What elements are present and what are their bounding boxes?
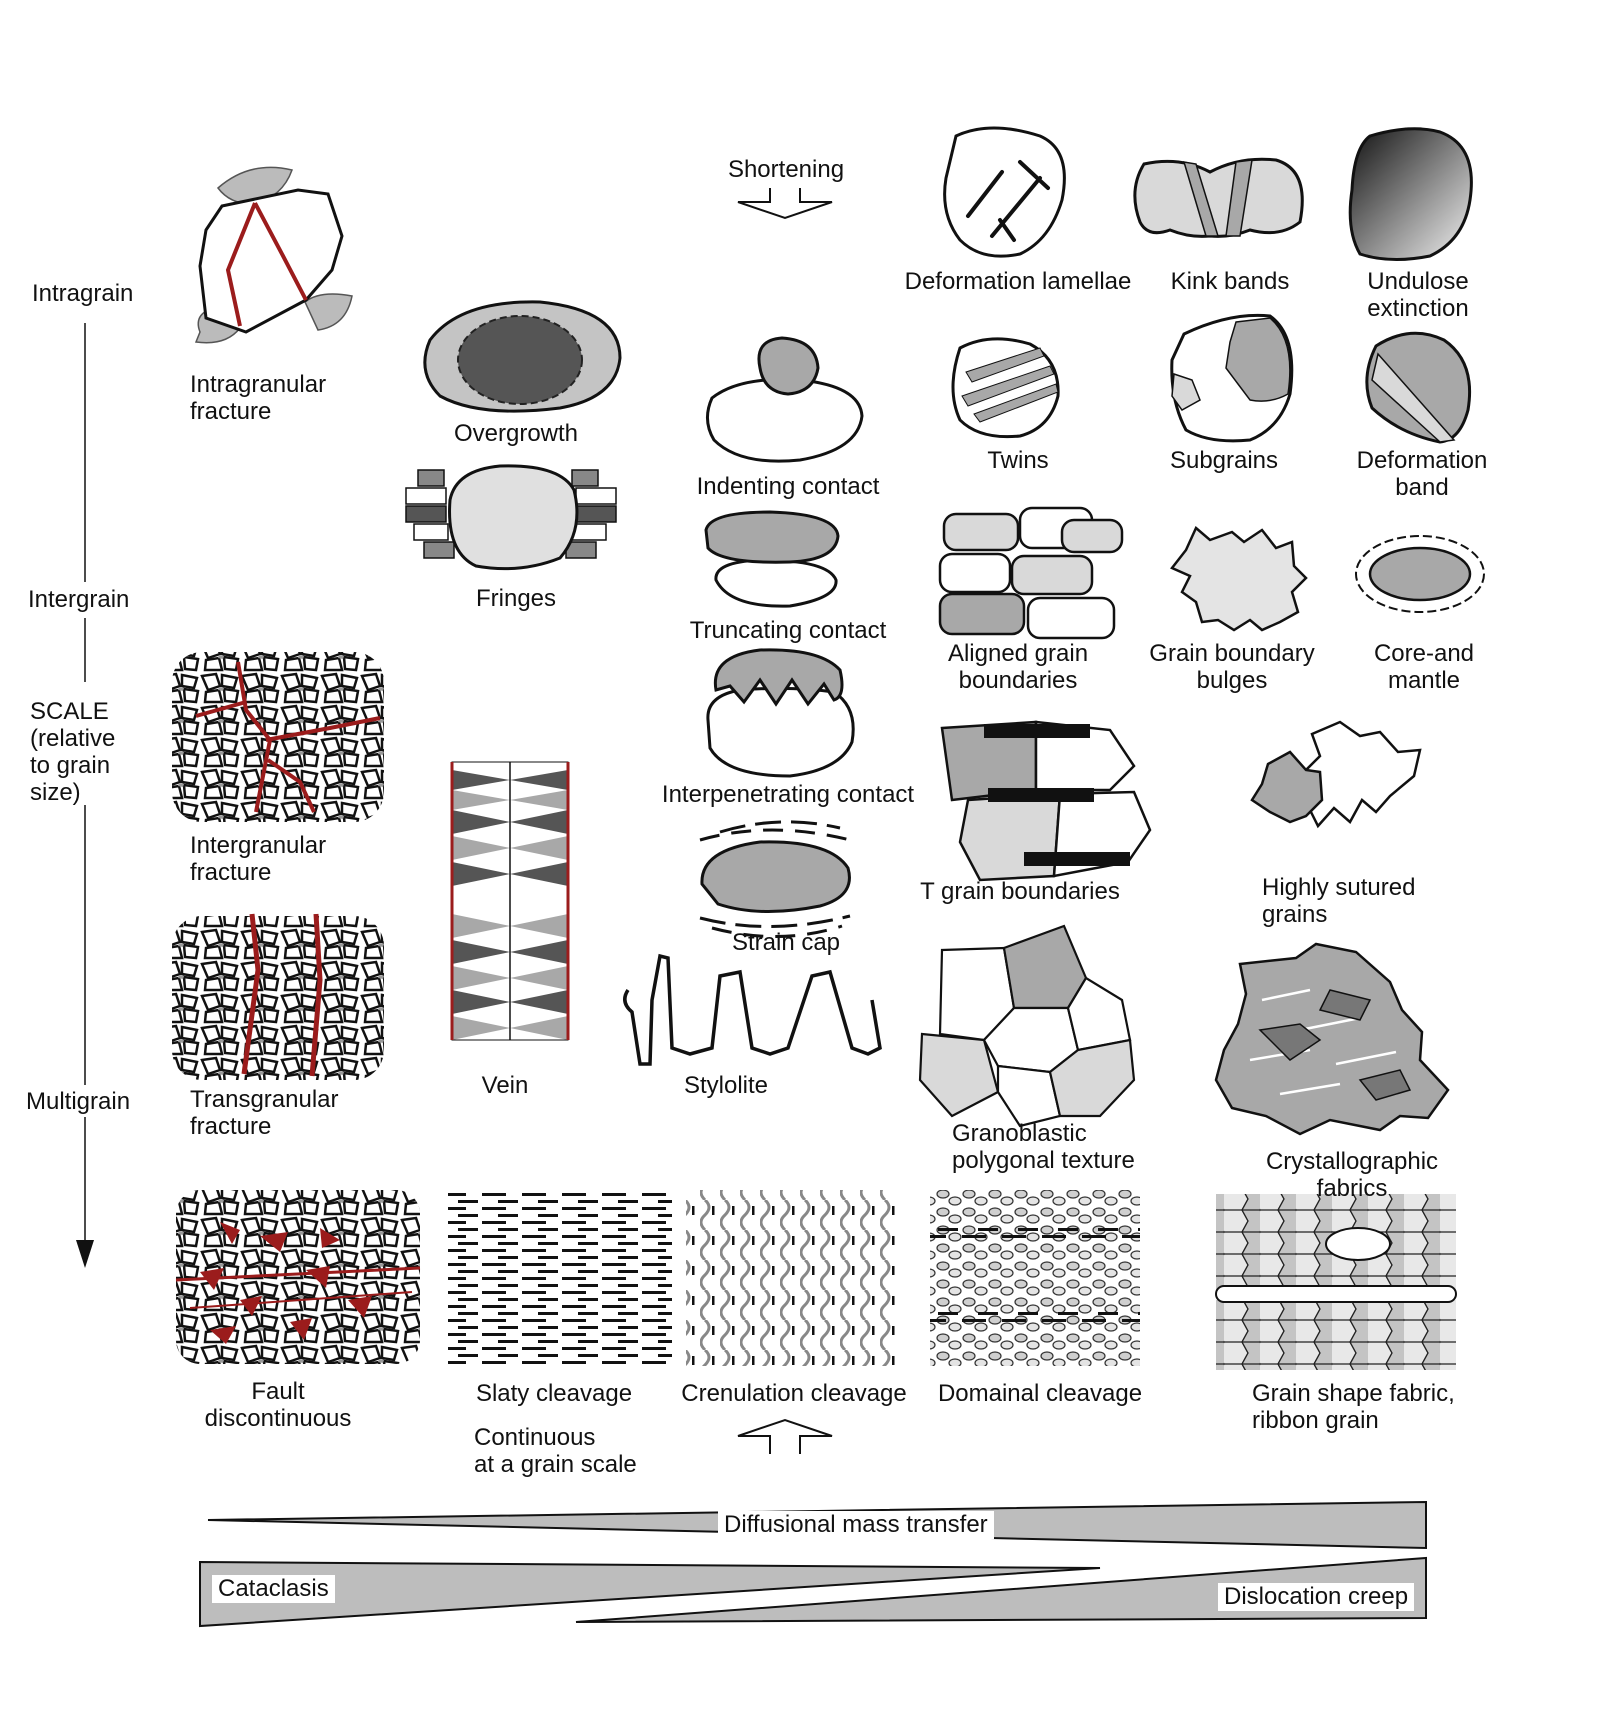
scale-axis-arrowhead [76,1240,94,1268]
strain-cap-figure [699,820,851,938]
label-kink-bands: Kink bands [1170,268,1290,295]
label-deformation-lamellae: Deformation lamellae [904,268,1132,295]
interpenetrating-contact-figure [706,648,855,778]
kink-bands-figure [1133,157,1304,238]
shortening-arrow-up [737,1418,833,1454]
twins-figure [951,337,1060,439]
highly-sutured-grains-figure [1250,720,1422,829]
label-indenting-contact: Indenting contact [696,473,880,500]
label-fault-discontinuous: Fault discontinuous [204,1378,352,1432]
label-highly-sutured-grains: Highly sutured grains [1262,874,1416,928]
granoblastic-texture-figure [918,924,1136,1128]
wedge-label-dislocation: Dislocation creep [1218,1583,1415,1611]
label-strain-cap: Strain cap [731,929,841,956]
t-grain-boundaries-figure [940,720,1152,882]
label-domainal-cleavage: Domainal cleavage [937,1380,1143,1407]
label-crenulation-cleavage: Crenulation cleavage [681,1380,907,1407]
label-crystallographic-fabrics: Crystallographic fabrics [1265,1148,1439,1202]
overgrowth-figure [423,300,622,413]
label-undulose-extinction: Undulose extinction [1367,268,1469,322]
crystallographic-fabrics-figure [1214,942,1450,1136]
grain-boundary-bulges-figure [1170,525,1308,632]
shortening-label: Shortening [727,156,845,183]
stylolite-figure [623,953,882,1066]
label-intergranular-fracture: Intergranular fracture [190,832,327,886]
label-slaty-cleavage: Slaty cleavage [475,1380,633,1407]
label-granoblastic-texture: Granoblastic polygonal texture [952,1120,1135,1174]
shortening-arrow-down [737,188,833,220]
label-twins: Twins [987,447,1049,474]
wedge-label-diffusional: Diffusional mass transfer [718,1511,994,1539]
truncating-contact-figure [704,510,840,608]
label-stylolite: Stylolite [683,1072,769,1099]
label-overgrowth: Overgrowth [453,420,579,447]
intergranular-fracture-figure [172,652,384,822]
wedge-label-cataclasis: Cataclasis [212,1575,335,1603]
label-transgranular-fracture: Transgranular fracture [190,1086,339,1140]
deformation-band-figure [1365,331,1472,444]
subgrains-figure [1170,313,1294,443]
label-intragranular-fracture: Intragranular fracture [190,371,327,425]
label-fringes: Fringes [475,585,557,612]
axis-label-scale: SCALE (relative to grain size) [30,698,116,806]
crenulation-cleavage-figure [686,1190,896,1366]
intragranular-fracture-figure [194,166,353,344]
transgranular-fracture-figure [172,913,384,1080]
label-grain-shape-fabric: Grain shape fabric, ribbon grain [1252,1380,1455,1434]
label-truncating-contact: Truncating contact [689,617,887,644]
label-subgrains: Subgrains [1169,447,1279,474]
label-continuous: Continuous at a grain scale [474,1424,637,1478]
label-t-grain-boundaries: T grain boundaries [920,878,1120,905]
label-deformation-band: Deformation band [1356,447,1488,501]
core-and-mantle-figure [1355,535,1485,613]
slaty-cleavage-figure [448,1190,672,1366]
dislocation-creep-wedge [575,1556,1427,1623]
undulose-extinction-figure [1348,127,1473,262]
label-grain-boundary-bulges: Grain boundary bulges [1149,640,1315,694]
fault-discontinuous-figure [175,1190,421,1364]
label-vein: Vein [481,1072,529,1099]
aligned-grain-boundaries-figure [938,506,1124,640]
label-aligned-grain-boundaries: Aligned grain boundaries [947,640,1089,694]
indenting-contact-figure [706,336,864,463]
grain-shape-fabric-figure [1215,1194,1457,1370]
fringes-figure [405,464,617,571]
axis-label-multigrain: Multigrain [26,1088,131,1115]
cataclasis-wedge [199,1560,1101,1628]
label-interpenetrating-contact: Interpenetrating contact [661,781,915,808]
vein-figure [450,761,570,1041]
axis-label-intragrain: Intragrain [32,280,134,307]
domainal-cleavage-figure [930,1190,1140,1366]
axis-label-intergrain: Intergrain [28,586,130,613]
label-core-and-mantle: Core-and mantle [1373,640,1475,694]
deformation-lamellae-figure [943,126,1066,258]
